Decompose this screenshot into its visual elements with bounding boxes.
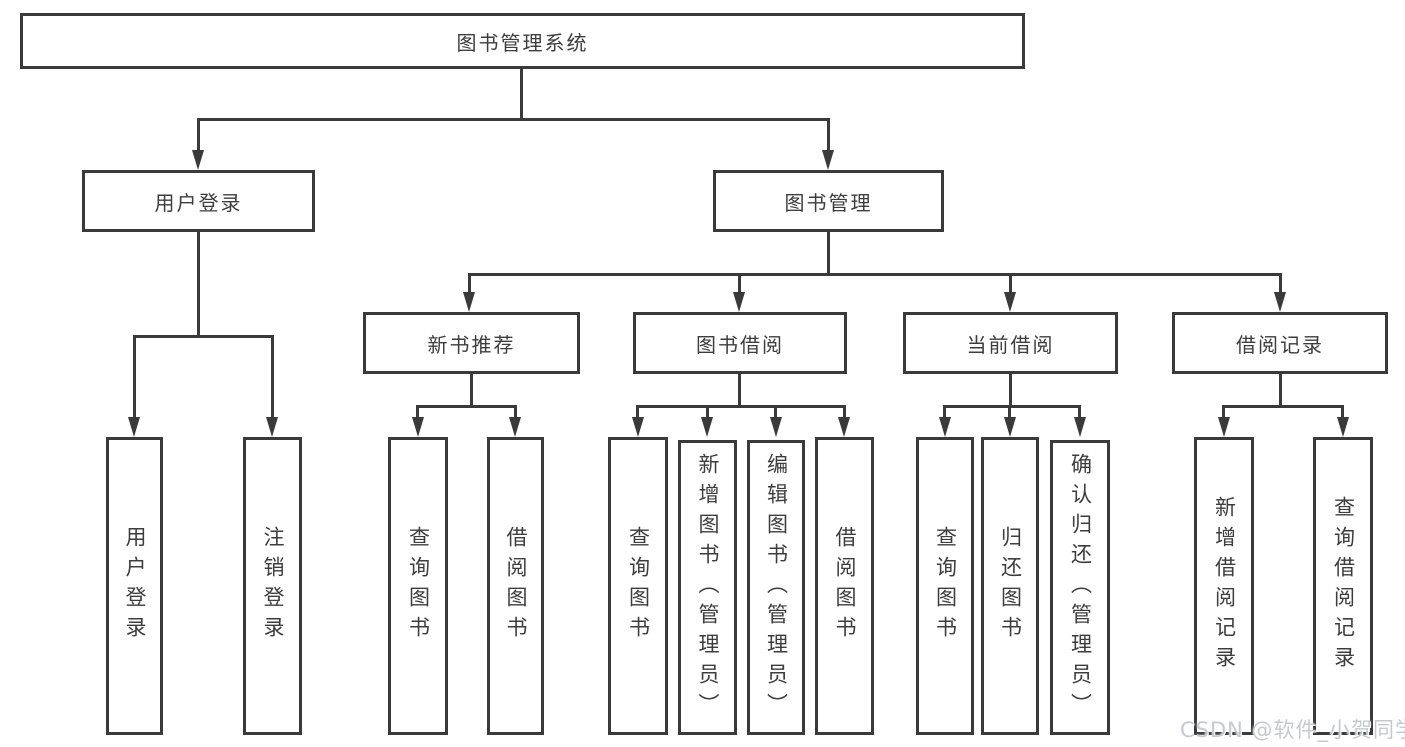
node-label: 新书推荐 <box>427 332 516 357</box>
connector-line <box>943 405 1081 408</box>
connector-arrow-down-icon <box>1074 417 1086 437</box>
connector-line <box>520 69 523 121</box>
connector-line <box>636 405 846 408</box>
connector-line <box>1009 273 1012 297</box>
node-label: 图书管理 <box>784 190 873 215</box>
connector-arrow-down-icon <box>509 417 521 437</box>
leaf-return-books: 归还图书 <box>981 437 1039 735</box>
node-label: 当前借阅 <box>966 332 1055 357</box>
connector-line <box>774 405 777 421</box>
leaf-label: 注销登录 <box>261 526 286 646</box>
connector-arrow-down-icon <box>1004 292 1016 312</box>
leaf-user-login: 用户登录 <box>106 437 163 735</box>
node-new-book-recommend: 新书推荐 <box>363 312 580 374</box>
leaf-query-borrow-record: 查询借阅记录 <box>1313 437 1373 735</box>
connector-line <box>843 405 846 421</box>
node-label: 图书借阅 <box>696 332 784 357</box>
connector-line <box>133 335 274 338</box>
node-label: 借阅记录 <box>1236 332 1324 357</box>
connector-line <box>133 335 136 421</box>
connector-line <box>1341 405 1344 421</box>
node-label: 用户登录 <box>154 190 243 215</box>
connector-line <box>827 118 830 154</box>
connector-line <box>943 405 946 421</box>
connector-line <box>738 273 741 297</box>
connector-arrow-down-icon <box>128 417 140 437</box>
connector-line <box>1279 273 1282 297</box>
connector-arrow-down-icon <box>266 417 278 437</box>
connector-line <box>468 273 1282 276</box>
connector-line <box>470 374 473 408</box>
leaf-label: 查询图书 <box>933 526 958 646</box>
leaf-label: 确认归还（管理员） <box>1068 452 1093 723</box>
node-label: 图书管理系统 <box>456 30 589 55</box>
leaf-label: 借阅图书 <box>833 526 858 646</box>
connector-line <box>738 374 741 408</box>
connector-line <box>827 232 830 276</box>
connector-arrow-down-icon <box>822 150 834 170</box>
connector-line <box>706 405 709 421</box>
leaf-label: 用户登录 <box>123 526 148 646</box>
leaf-label: 查询图书 <box>626 526 651 646</box>
connector-line <box>514 405 517 421</box>
leaf-borrow-books: 借阅图书 <box>815 437 874 735</box>
connector-line <box>1078 405 1081 421</box>
leaf-query-books-current: 查询图书 <box>916 437 974 735</box>
leaf-label: 新增借阅记录 <box>1212 496 1237 676</box>
node-library-system: 图书管理系统 <box>20 13 1025 69</box>
node-borrowing-records: 借阅记录 <box>1172 312 1388 374</box>
leaf-label: 归还图书 <box>998 526 1023 646</box>
connector-arrow-down-icon <box>939 417 951 437</box>
connector-line <box>197 118 200 154</box>
node-current-borrowing: 当前借阅 <box>903 312 1118 374</box>
leaf-query-books-recommend: 查询图书 <box>388 437 448 735</box>
connector-arrow-down-icon <box>1274 292 1286 312</box>
connector-arrow-down-icon <box>770 417 782 437</box>
connector-arrow-down-icon <box>463 292 475 312</box>
connector-line <box>271 335 274 421</box>
leaf-borrow-books-recommend: 借阅图书 <box>487 437 544 735</box>
leaf-label: 查询借阅记录 <box>1331 496 1356 676</box>
connector-line <box>1008 405 1011 421</box>
leaf-edit-books-admin: 编辑图书（管理员） <box>747 440 805 735</box>
connector-line <box>416 405 517 408</box>
connector-arrow-down-icon <box>412 417 424 437</box>
connector-line <box>468 273 471 297</box>
connector-line <box>1222 405 1344 408</box>
leaf-label: 查询图书 <box>406 526 431 646</box>
leaf-add-borrow-record: 新增借阅记录 <box>1194 437 1254 735</box>
csdn-watermark: CSDN @软件_小贺同学 <box>1180 718 1405 742</box>
connector-line <box>1009 374 1012 408</box>
leaf-confirm-return-admin: 确认归还（管理员） <box>1050 440 1110 735</box>
connector-arrow-down-icon <box>701 417 713 437</box>
connector-line <box>416 405 419 421</box>
connector-line <box>197 232 200 338</box>
connector-arrow-down-icon <box>838 417 850 437</box>
connector-arrow-down-icon <box>1004 417 1016 437</box>
connector-line <box>1222 405 1225 421</box>
leaf-logout: 注销登录 <box>243 437 302 735</box>
connector-arrow-down-icon <box>1218 417 1230 437</box>
leaf-add-books-admin: 新增图书（管理员） <box>678 440 737 735</box>
connector-arrow-down-icon <box>1337 417 1349 437</box>
connector-line <box>636 405 639 421</box>
leaf-query-books-borrowing: 查询图书 <box>608 437 668 735</box>
leaf-label: 编辑图书（管理员） <box>764 452 789 723</box>
connector-arrow-down-icon <box>733 292 745 312</box>
node-book-borrowing: 图书借阅 <box>633 312 847 374</box>
node-book-management: 图书管理 <box>713 170 944 232</box>
connector-line <box>197 118 830 121</box>
connector-arrow-down-icon <box>632 417 644 437</box>
leaf-label: 新增图书（管理员） <box>696 452 721 723</box>
connector-line <box>1279 374 1282 408</box>
connector-arrow-down-icon <box>192 150 204 170</box>
leaf-label: 借阅图书 <box>504 526 529 646</box>
node-user-login: 用户登录 <box>82 170 315 232</box>
